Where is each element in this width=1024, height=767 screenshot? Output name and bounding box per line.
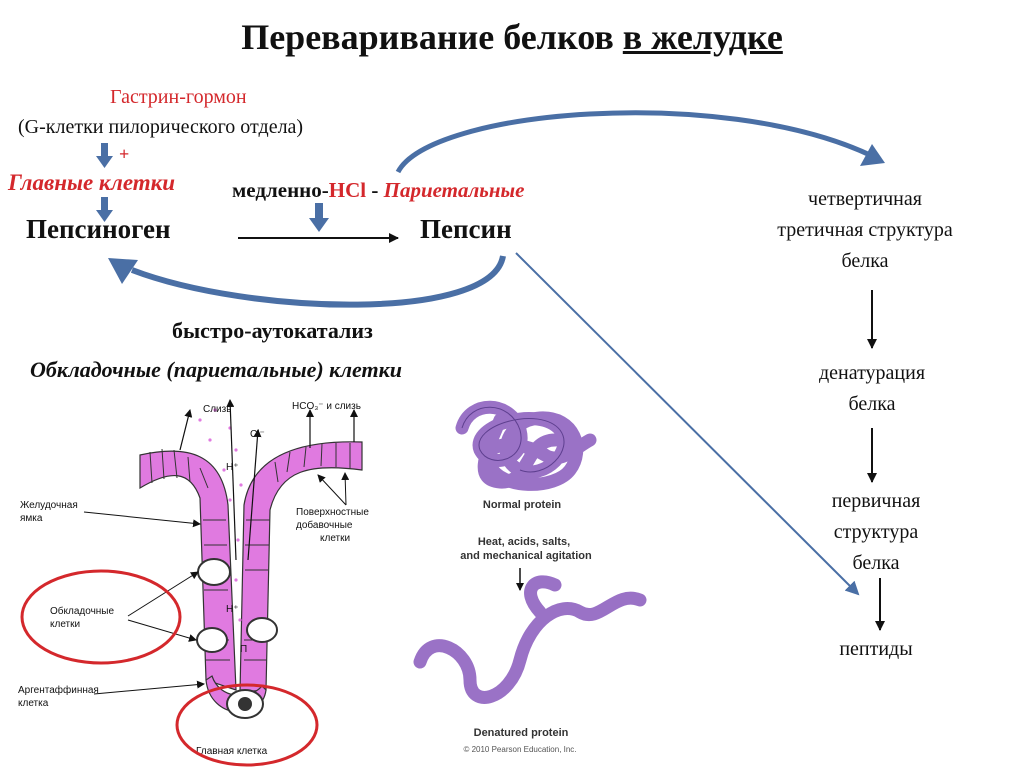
mucus-label: Слизь <box>203 404 231 415</box>
parietal-cells-label-line1: Обкладочные <box>50 605 114 617</box>
normal-protein-outline <box>461 406 565 473</box>
slow-hcl-label: медленно-HCl - Париетальные <box>232 178 525 202</box>
gastric-pit-label-line2: ямка <box>20 513 43 524</box>
gland-labels: Слизь HCO₃⁻ и слизь Cl⁻ H⁺ H⁺ П Желудочн… <box>18 401 369 757</box>
stage-peptides: пептиды <box>839 638 913 660</box>
lining-cells-label: Обкладочные (париетальные) клетки <box>30 357 403 382</box>
conditions-label-line1: Heat, acids, salts, <box>478 536 570 548</box>
denatured-protein-tail <box>524 575 562 619</box>
hco3-label: HCO₃⁻ и слизь <box>292 401 361 412</box>
gastric-gland-illustration <box>139 399 363 719</box>
pepsin-to-structure-arrowhead <box>860 144 885 166</box>
pepsin-to-structure-arrow <box>395 110 872 174</box>
page-title: Переваривание белков в желудке <box>241 17 783 57</box>
copyright-label: © 2010 Pearson Education, Inc. <box>463 745 576 754</box>
p-label: П <box>240 644 247 655</box>
chief-down-arrow <box>96 197 113 222</box>
parietal-cells-highlight <box>20 569 182 665</box>
pepsinogen-label: Пепсиноген <box>26 214 171 244</box>
autocatalysis-curve-arrow <box>130 255 506 308</box>
cl-label: Cl⁻ <box>250 429 265 440</box>
chief-cells-label: Главные клетки <box>8 170 176 195</box>
denatured-protein-label: Denatured protein <box>474 727 569 739</box>
pepsin-label: Пепсин <box>420 214 512 244</box>
autocatalysis-label: быстро-аутокатализ <box>172 318 373 343</box>
surface-cells-label-line1: Поверхностные <box>296 507 369 518</box>
chief-cell-highlight <box>175 683 319 767</box>
pepsin-to-peptides-arrow <box>515 252 860 596</box>
gastrin-down-arrow <box>96 143 113 168</box>
argentaffin-label-line1: Аргентаффинная <box>18 684 99 696</box>
plus-sign: + <box>119 144 130 164</box>
hcl-down-arrow <box>309 203 329 232</box>
chief-cell-label: Главная клетка <box>196 746 268 757</box>
parietal-cells-label-line2: клетки <box>50 619 80 630</box>
denatured-protein-illustration <box>413 591 647 704</box>
normal-protein-label: Normal protein <box>483 499 562 511</box>
gastrin-source-label: (G-клетки пилорического отдела) <box>18 116 304 138</box>
conditions-label-line2: and mechanical agitation <box>460 550 592 562</box>
argentaffin-label-line2: клетка <box>18 698 49 709</box>
surface-cells-label-line2: добавочные <box>296 519 353 531</box>
gastric-pit-label-line1: Желудочная <box>20 500 78 511</box>
autocatalysis-arrowhead <box>108 258 138 284</box>
h-ion-label-2: H⁺ <box>226 604 239 615</box>
h-ion-label-1: H⁺ <box>226 462 239 473</box>
surface-cells-label-line3: клетки <box>320 533 350 544</box>
gastrin-hormone-label: Гастрин-гормон <box>110 86 247 108</box>
